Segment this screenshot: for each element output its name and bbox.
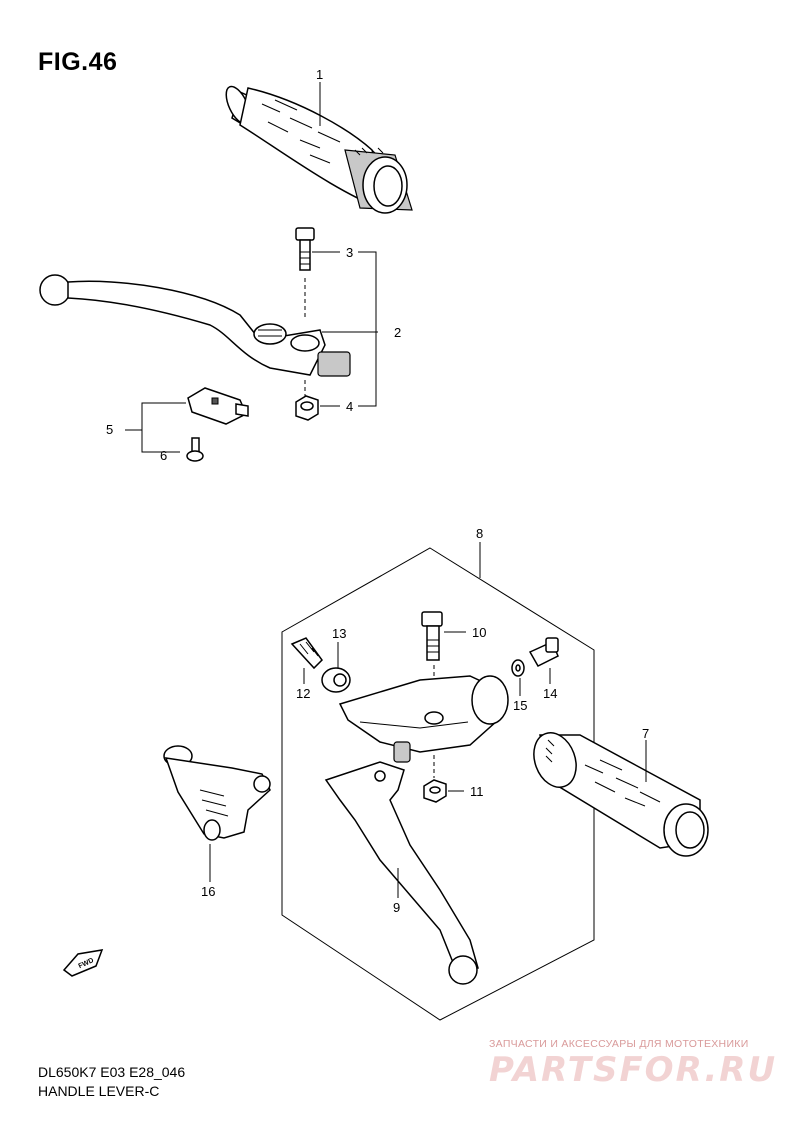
spring-13[interactable]: [321, 667, 351, 693]
brake-lever[interactable]: [39, 274, 351, 377]
washer-15[interactable]: [511, 659, 525, 677]
bolt-14[interactable]: [528, 637, 559, 667]
nut-11[interactable]: [423, 779, 447, 803]
callout-1: 1: [316, 67, 323, 82]
callout-7: 7: [642, 726, 649, 741]
callout-6: 6: [160, 448, 167, 463]
callout-13: 13: [332, 626, 346, 641]
callout-5: 5: [106, 422, 113, 437]
throttle-grip[interactable]: [221, 83, 413, 214]
figure-title: FIG.46: [38, 48, 118, 76]
pivot-bolt-3[interactable]: [295, 227, 315, 271]
callout-12: 12: [296, 686, 310, 701]
watermark-subtitle: ЗАПЧАСТИ И АКСЕССУАРЫ ДЛЯ МОТОТЕХНИКИ: [489, 1038, 749, 1050]
adjuster-12[interactable]: [290, 637, 323, 670]
assembly-frame-8: [281, 547, 595, 1021]
screw-6[interactable]: [186, 437, 204, 462]
footer-part-name: HANDLE LEVER-C: [38, 1083, 160, 1099]
callout-3: 3: [346, 245, 353, 260]
callout-4: 4: [346, 399, 353, 414]
callout-11: 11: [470, 784, 484, 799]
footer-model-code: DL650K7 E03 E28_046: [38, 1064, 186, 1080]
callout-9: 9: [393, 900, 400, 915]
lever-holder[interactable]: [338, 675, 509, 753]
watermark-logo: PARTSFOR.RU: [489, 1050, 778, 1090]
switch-holder-16[interactable]: [163, 745, 271, 841]
nut-4[interactable]: [295, 395, 319, 421]
brake-switch-5[interactable]: [187, 387, 249, 425]
clutch-lever-9[interactable]: [324, 741, 479, 985]
callout-10: 10: [472, 625, 486, 640]
callout-15: 15: [513, 698, 527, 713]
callout-16: 16: [201, 884, 215, 899]
bolt-10[interactable]: [421, 611, 443, 661]
callout-2: 2: [394, 325, 401, 340]
fwd-arrow-icon: FWD: [62, 949, 104, 977]
callout-8: 8: [476, 526, 483, 541]
left-grip-7[interactable]: [527, 727, 709, 857]
callout-14: 14: [543, 686, 557, 701]
